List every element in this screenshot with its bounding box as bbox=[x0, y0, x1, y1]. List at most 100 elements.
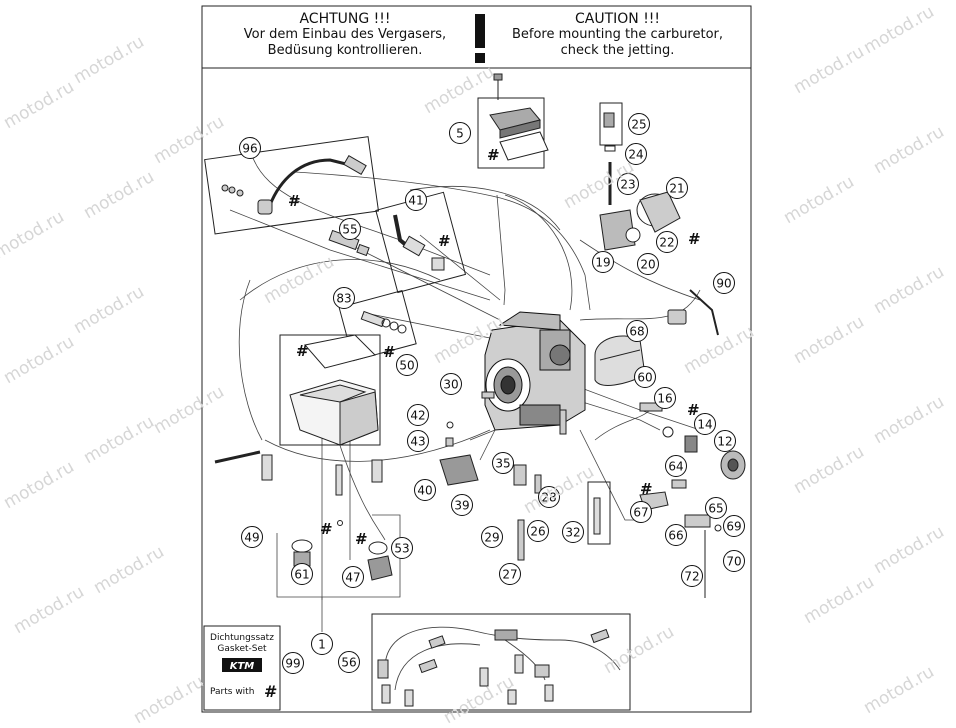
callout-circle bbox=[723, 515, 745, 537]
throttle-wheel-12 bbox=[684, 435, 746, 480]
gasket-set-line2: Gasket-Set bbox=[217, 644, 267, 654]
callout-number: 99 bbox=[285, 657, 300, 671]
screw-set-box bbox=[599, 102, 623, 146]
callout-number: 60 bbox=[637, 371, 652, 385]
cable-kit-box bbox=[371, 613, 631, 711]
callout-number: 40 bbox=[417, 484, 432, 498]
jets-83 bbox=[360, 310, 407, 334]
callout-72: 72 bbox=[681, 565, 703, 587]
callout-circle bbox=[311, 633, 333, 655]
callout-circle bbox=[592, 251, 614, 273]
gasket-hash-mark: # bbox=[296, 342, 309, 360]
callout-number: 66 bbox=[668, 529, 683, 543]
callout-circle bbox=[451, 494, 473, 516]
callout-number: 83 bbox=[336, 292, 351, 306]
callout-circle bbox=[723, 550, 745, 572]
callout-61: 61 bbox=[291, 563, 313, 585]
top-cap-5 bbox=[489, 73, 549, 161]
callout-circle bbox=[637, 253, 659, 275]
callout-39: 39 bbox=[451, 494, 473, 516]
callout-circle bbox=[414, 479, 436, 501]
callout-19: 19 bbox=[592, 251, 614, 273]
callout-66: 66 bbox=[665, 524, 687, 546]
callout-number: 50 bbox=[399, 359, 414, 373]
callout-35: 35 bbox=[492, 452, 514, 474]
gasket-hash-mark: # bbox=[288, 192, 301, 210]
callout-circle bbox=[626, 320, 648, 342]
gasket-hash-mark: # bbox=[320, 520, 333, 538]
float-bowl-gasket bbox=[304, 334, 376, 369]
callout-70: 70 bbox=[723, 550, 745, 572]
intake-hose-68 bbox=[594, 335, 646, 386]
callout-12: 12 bbox=[714, 430, 736, 452]
float-bowl-body bbox=[279, 334, 381, 446]
callout-circle bbox=[665, 524, 687, 546]
callout-circle bbox=[342, 566, 364, 588]
callout-number: 61 bbox=[294, 568, 309, 582]
callout-number: 5 bbox=[456, 127, 464, 141]
gasket-set-parts-with: Parts with bbox=[210, 687, 254, 697]
callout-96: 96 bbox=[239, 137, 261, 159]
callout-number: 47 bbox=[345, 571, 360, 585]
callout-number: 14 bbox=[697, 418, 712, 432]
callout-number: 41 bbox=[408, 194, 423, 208]
cable-kit-parts bbox=[377, 628, 610, 707]
callout-47: 47 bbox=[342, 566, 364, 588]
callout-circle bbox=[654, 387, 676, 409]
warning-english-title: CAUTION !!! bbox=[574, 11, 661, 27]
callout-99: 99 bbox=[282, 652, 304, 674]
callout-60: 60 bbox=[634, 366, 656, 388]
callout-number: 43 bbox=[410, 435, 425, 449]
callout-circle bbox=[617, 173, 639, 195]
callout-circle bbox=[391, 537, 413, 559]
callout-67: 67 bbox=[630, 501, 652, 523]
callout-number: 24 bbox=[628, 148, 643, 162]
callout-42: 42 bbox=[407, 404, 429, 426]
callout-number: 49 bbox=[244, 531, 259, 545]
callout-circle bbox=[333, 287, 355, 309]
throttle-lever-parts bbox=[639, 402, 674, 438]
needle-set-box bbox=[587, 481, 611, 545]
callout-53: 53 bbox=[391, 537, 413, 559]
gasket-hash-mark: # bbox=[640, 480, 653, 498]
callout-number: 96 bbox=[242, 142, 257, 156]
callout-number: 55 bbox=[342, 223, 357, 237]
callout-number: 28 bbox=[541, 491, 556, 505]
warning-english-line2: check the jetting. bbox=[560, 43, 675, 58]
gasket-hash-mark: # bbox=[688, 230, 701, 248]
callout-41: 41 bbox=[405, 189, 427, 211]
callout-83: 83 bbox=[333, 287, 355, 309]
diagram-frame bbox=[201, 5, 752, 713]
callout-number: 27 bbox=[502, 568, 517, 582]
callout-circle bbox=[338, 651, 360, 673]
callout-circle bbox=[562, 521, 584, 543]
callout-circle bbox=[499, 563, 521, 585]
callout-circle bbox=[440, 373, 462, 395]
warning-german-title: ACHTUNG !!! bbox=[299, 11, 391, 27]
choke-lever-parts bbox=[639, 479, 722, 598]
choke-parts bbox=[439, 421, 479, 486]
callout-circle bbox=[713, 272, 735, 294]
callout-circle bbox=[282, 652, 304, 674]
callout-number: 70 bbox=[726, 555, 741, 569]
throttle-cable-box bbox=[204, 136, 380, 235]
callout-number: 56 bbox=[341, 656, 356, 670]
jet-55 bbox=[328, 229, 370, 257]
callout-23: 23 bbox=[617, 173, 639, 195]
callout-circle bbox=[625, 143, 647, 165]
warning-german-line2: Bedüsung kontrollieren. bbox=[267, 43, 423, 58]
callout-64: 64 bbox=[665, 455, 687, 477]
callout-65: 65 bbox=[705, 497, 727, 519]
callout-number: 65 bbox=[708, 502, 723, 516]
throttle-cable-96 bbox=[221, 154, 367, 215]
warning-english: CAUTION !!! Before mounting the carburet… bbox=[500, 11, 735, 59]
callout-number: 90 bbox=[716, 277, 731, 291]
callout-20: 20 bbox=[637, 253, 659, 275]
callout-32: 32 bbox=[562, 521, 584, 543]
drain-parts bbox=[214, 450, 393, 581]
callout-number: 29 bbox=[484, 531, 499, 545]
carburetor-body bbox=[484, 311, 586, 431]
callout-number: 42 bbox=[410, 409, 425, 423]
callout-21: 21 bbox=[666, 177, 688, 199]
